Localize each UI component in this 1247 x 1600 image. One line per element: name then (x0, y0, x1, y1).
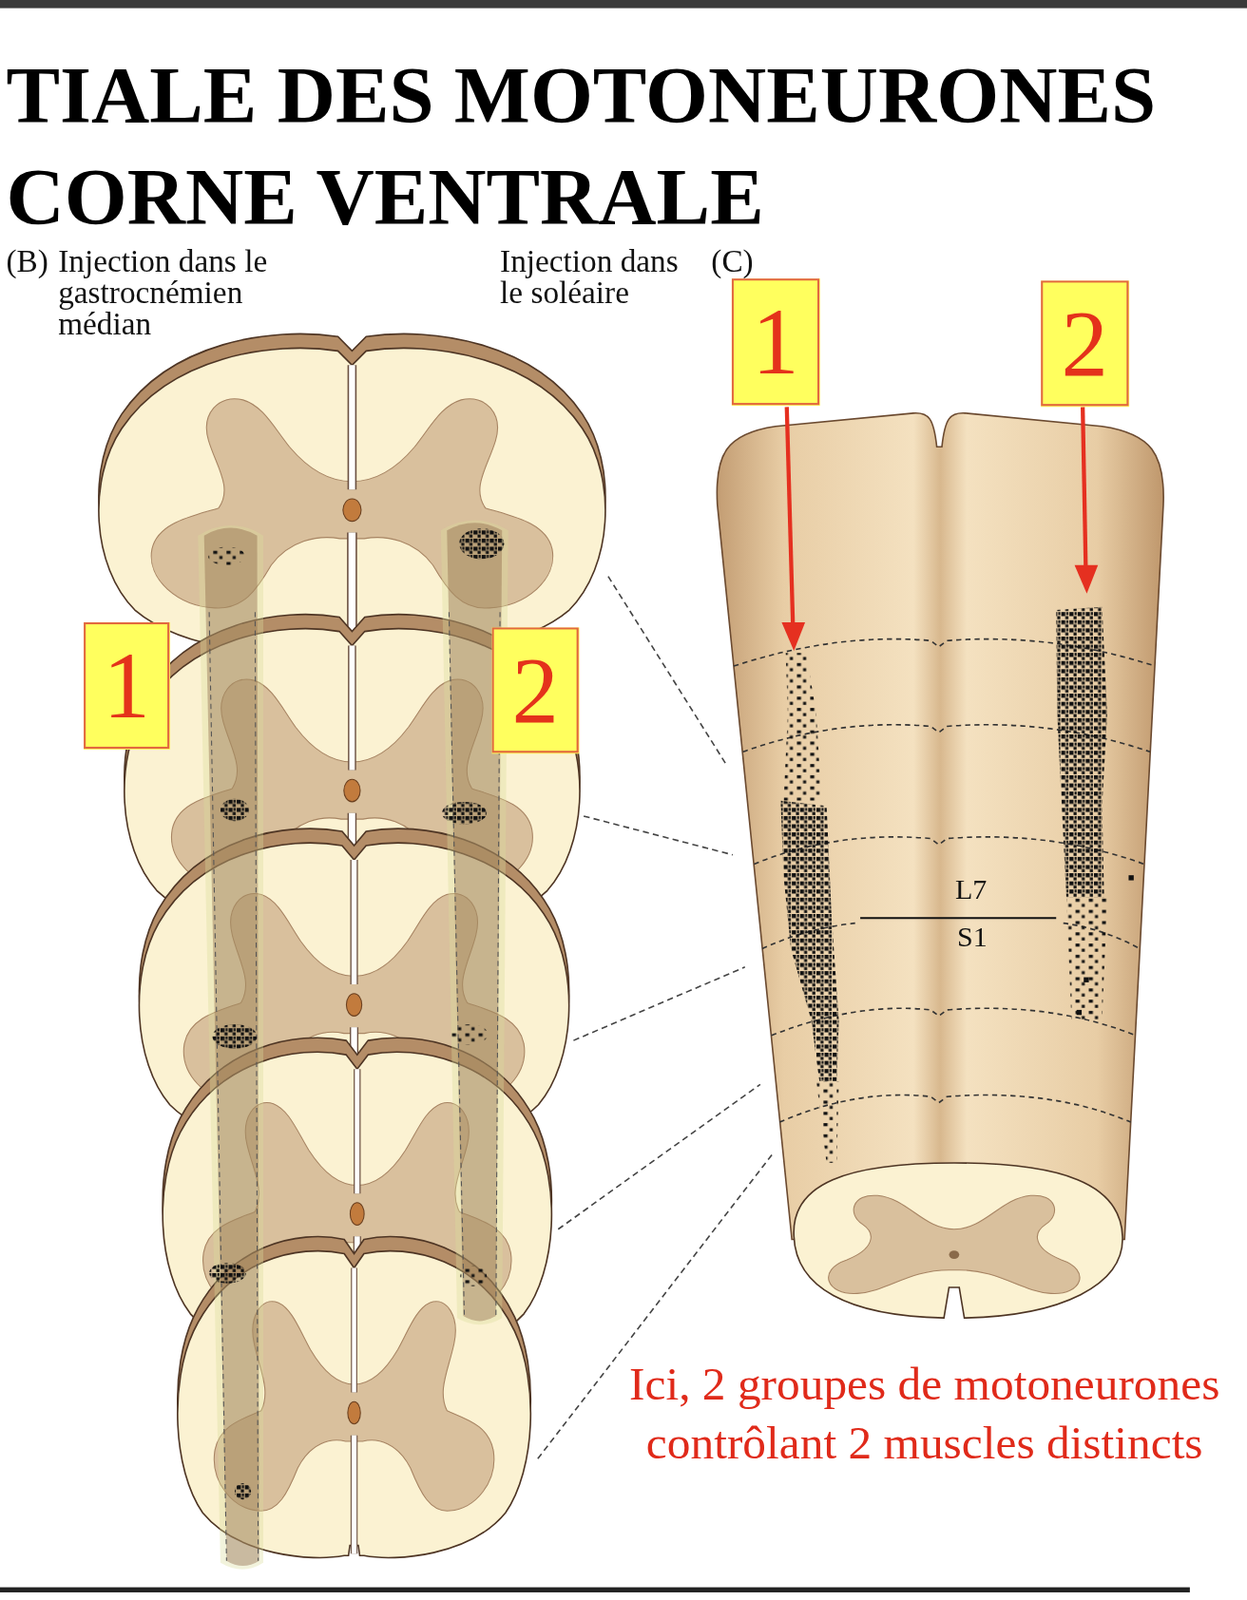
cord-end-face (793, 1163, 1123, 1319)
column-band (197, 525, 264, 1571)
callout-box: 2 (1040, 280, 1129, 406)
segment-label: S1 (957, 923, 988, 953)
motor-column (204, 528, 260, 1567)
panel-label: Injection dans le soléaire (499, 245, 696, 309)
callout-number: 1 (751, 294, 799, 389)
panel-label: (B) (5, 245, 48, 277)
callout-number: 2 (511, 643, 558, 738)
top-bar (0, 0, 1247, 9)
gray-matter (828, 1195, 1080, 1294)
panel-label: (C) (710, 245, 753, 277)
spinal-cord (716, 413, 1164, 1241)
callout-box: 2 (491, 627, 578, 753)
leader-arrow (781, 406, 1098, 652)
page-title: TIALE DES MOTONEURONES CORNE VENTRALE (5, 44, 1236, 250)
segment-divider (860, 917, 1056, 920)
neuron-dots (780, 607, 1133, 1164)
neuron-dots (208, 528, 504, 1500)
column-edges (209, 612, 500, 1561)
cord-section (98, 333, 606, 655)
callout-box: 1 (731, 278, 820, 405)
bottom-rule (0, 1588, 1190, 1593)
figure-caption: Ici, 2 groupes de motoneurones contrôlan… (614, 1355, 1234, 1475)
panel-label: Injection dans le gastrocnémien médian (57, 245, 291, 341)
segment-label: L7 (955, 875, 987, 904)
callout-number: 1 (102, 638, 150, 733)
callout-box: 1 (83, 622, 170, 749)
callout-number: 2 (1061, 296, 1109, 391)
central-canal (948, 1250, 960, 1260)
